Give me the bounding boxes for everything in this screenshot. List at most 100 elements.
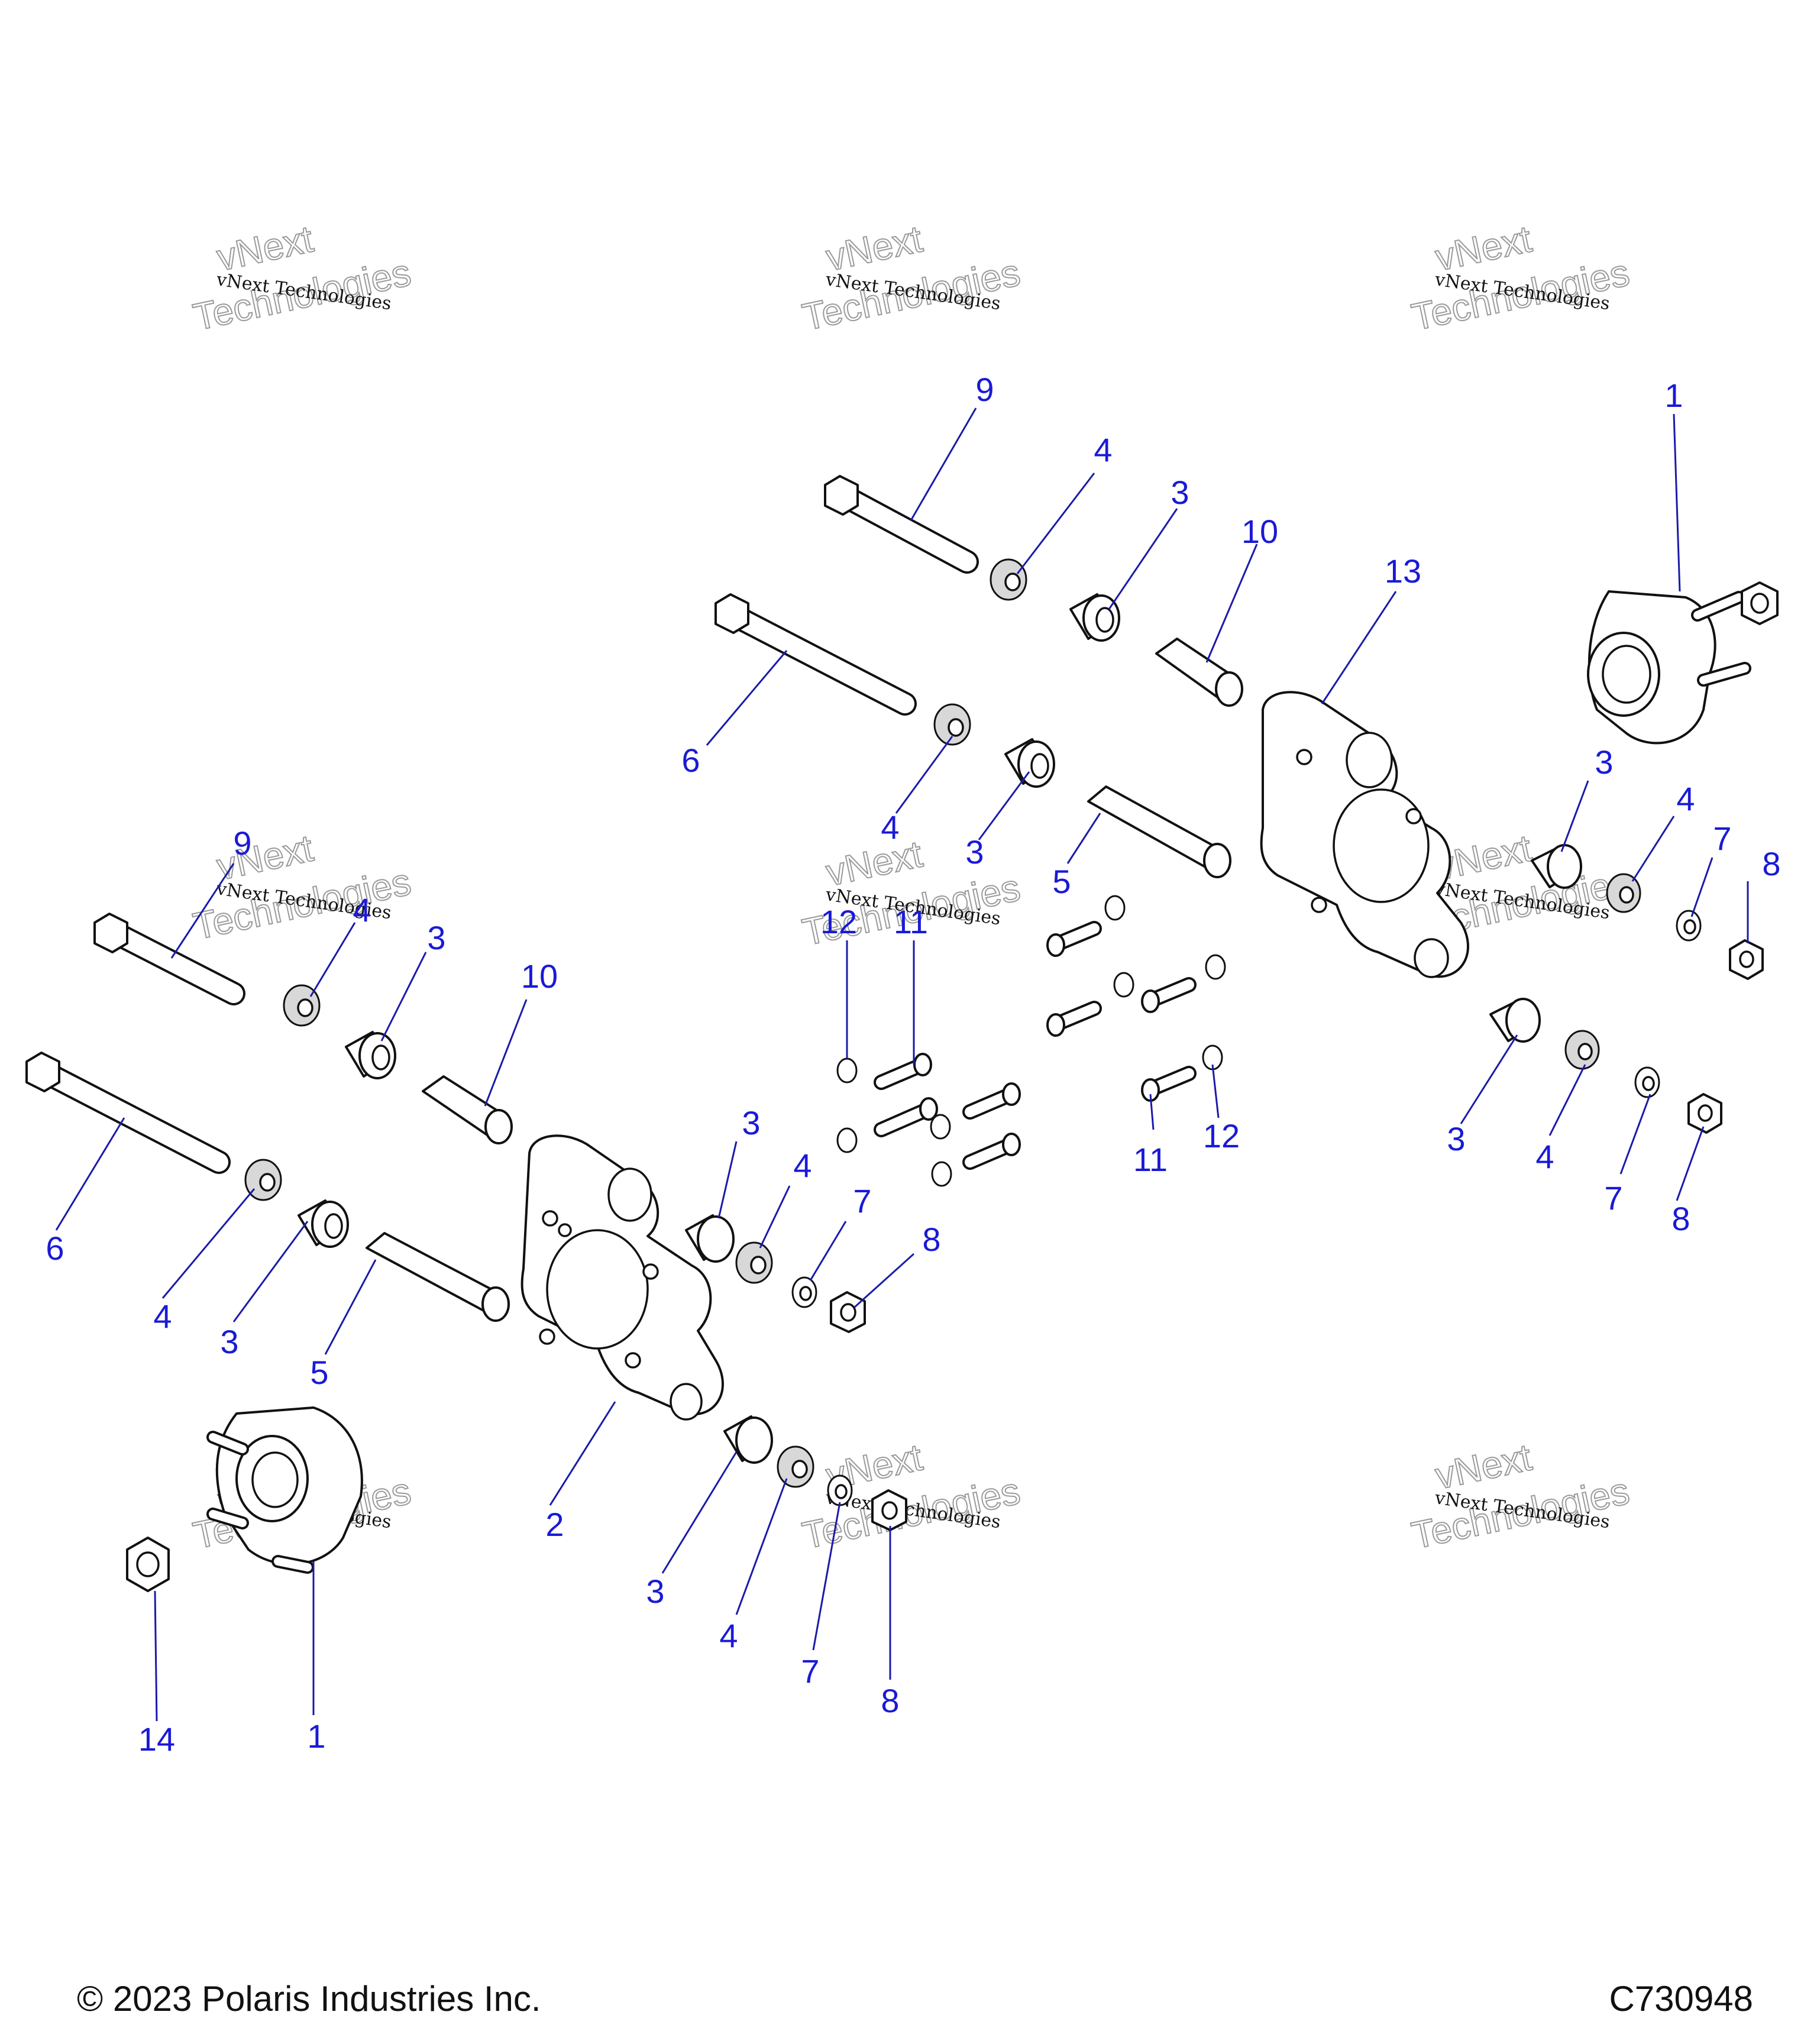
callout-label: 7	[801, 1652, 819, 1690]
callout-label: 4	[1676, 780, 1695, 817]
spacer-part	[1069, 593, 1120, 642]
nut-part	[1729, 939, 1764, 980]
washer-part	[990, 558, 1027, 601]
watermark: vNext Technologies	[798, 216, 1024, 339]
nut-part	[1687, 1093, 1722, 1134]
washer-part	[930, 1114, 951, 1140]
washer-part	[1676, 910, 1702, 942]
washer-part	[1104, 895, 1126, 921]
spacer-part	[298, 1199, 349, 1248]
nut-part	[1741, 581, 1779, 625]
callout-label: 4	[793, 1147, 811, 1184]
watermark: vNext Technologies	[189, 216, 415, 339]
callout-label: 7	[853, 1182, 871, 1220]
spacer-part	[345, 1031, 396, 1079]
washer-part	[1564, 1030, 1600, 1070]
washer-part	[735, 1241, 773, 1284]
watermark-outline-text: vNext	[822, 832, 926, 894]
watermark-outline-text: vNext	[1431, 1435, 1535, 1497]
nut-part	[830, 1291, 866, 1333]
upper-assembly	[714, 475, 1779, 1134]
callout-label: 1	[1664, 377, 1683, 414]
cap-screw-part	[1046, 1001, 1102, 1037]
washer-part	[1634, 1066, 1660, 1098]
watermark: vNext Technologies	[1407, 216, 1633, 339]
leader-lines	[55, 407, 1749, 1722]
callout-label: 14	[138, 1720, 175, 1758]
callout-label: 8	[1671, 1200, 1690, 1237]
nut-part	[871, 1489, 907, 1531]
cap-screw-part	[1141, 977, 1197, 1013]
cap-screw-part	[1046, 921, 1102, 957]
callout-label: 1	[307, 1718, 325, 1755]
callout-label: 3	[427, 919, 445, 956]
callout-label: 4	[1535, 1138, 1554, 1175]
washer-part	[931, 1161, 952, 1187]
bolt-part	[824, 475, 979, 574]
cap-screw-part	[874, 1053, 932, 1090]
cap-screw-part	[1141, 1066, 1197, 1102]
callout-label: 7	[1604, 1179, 1622, 1217]
callout-label: 4	[1094, 431, 1112, 468]
watermark-outline-text: vNext	[213, 217, 316, 279]
washer-part	[777, 1445, 814, 1488]
spacer-part	[685, 1214, 735, 1263]
callout-label: 6	[681, 742, 700, 779]
callout-label: 4	[353, 891, 371, 929]
watermark: vNext Technologies	[1407, 1435, 1633, 1557]
cap-screw-part	[874, 1097, 938, 1137]
washer-part	[791, 1276, 817, 1308]
callout-label: 3	[220, 1323, 238, 1360]
callout-label: 3	[1447, 1120, 1465, 1157]
watermark: vNext Technologies	[189, 826, 415, 948]
washer-part	[1205, 954, 1226, 980]
spacer-part	[1004, 738, 1055, 788]
callout-label: 3	[646, 1573, 664, 1610]
hub-part	[1587, 590, 1751, 745]
callout-label: 11	[894, 903, 928, 940]
knuckle-part	[520, 1134, 724, 1421]
washer-part	[827, 1474, 853, 1506]
cap-screw-part	[962, 1082, 1021, 1120]
callout-label: 4	[719, 1617, 738, 1654]
diagram-id-text: C730948	[1609, 1979, 1753, 2019]
watermark-outline-text: vNext	[822, 217, 926, 279]
knuckle-part	[1260, 691, 1469, 978]
callout-label: 9	[975, 371, 994, 408]
washer-part	[1113, 972, 1134, 998]
callout-label: 5	[1052, 863, 1071, 900]
spacer-part	[1489, 998, 1541, 1043]
callout-label: 3	[1171, 474, 1189, 511]
nut-part	[126, 1537, 170, 1592]
lower-assembly	[25, 913, 907, 1592]
callout-label: 13	[1385, 552, 1421, 590]
hub-part	[206, 1406, 363, 1574]
callout-label: 11	[1133, 1141, 1168, 1178]
callout-label: 8	[881, 1682, 899, 1719]
sleeve-part	[366, 1232, 510, 1322]
watermark: vNext Technologies	[798, 1435, 1024, 1557]
callout-label: 12	[1203, 1117, 1240, 1154]
callout-label: 10	[1241, 513, 1278, 550]
washer-part	[836, 1127, 858, 1153]
callout-label: 2	[545, 1506, 564, 1543]
small-fasteners	[836, 895, 1226, 1187]
sleeve-part	[422, 1075, 513, 1144]
callout-label: 3	[742, 1104, 760, 1141]
sleeve-part	[1087, 785, 1231, 878]
callout-label: 9	[233, 824, 251, 862]
long-bolt-part	[25, 1052, 231, 1174]
callout-label: 4	[153, 1298, 172, 1335]
sleeve-part	[1155, 638, 1243, 707]
callout-label: 3	[1595, 743, 1613, 781]
callout-labels: 1 9 4 3 10 13 6 4 3 5 3 4 7 8 12 11 11 1…	[46, 371, 1780, 1758]
callout-label: 5	[310, 1354, 328, 1391]
callout-label: 3	[965, 833, 984, 871]
callout-label: 7	[1713, 820, 1731, 857]
callout-label: 8	[1762, 845, 1780, 882]
cap-screw-part	[962, 1133, 1021, 1170]
bolt-part	[93, 913, 245, 1005]
callout-label: 6	[46, 1230, 64, 1267]
long-bolt-part	[714, 593, 917, 716]
